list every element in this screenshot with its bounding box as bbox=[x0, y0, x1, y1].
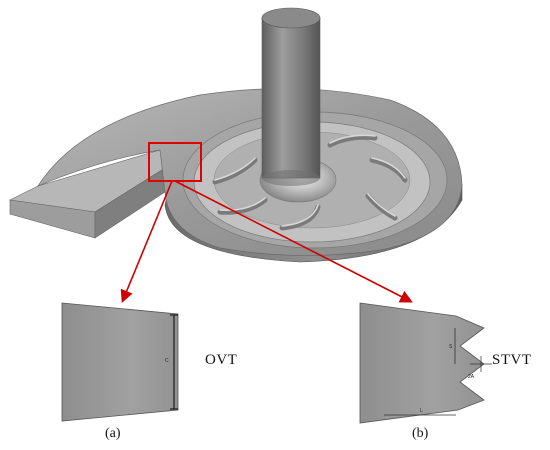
blade-2 bbox=[217, 197, 268, 215]
stvt-panel: S 2A L bbox=[359, 302, 492, 424]
blade-5 bbox=[369, 157, 408, 183]
blade-hl-2 bbox=[219, 197, 266, 212]
stvt-pitch-label: S bbox=[449, 344, 453, 350]
blade-hl-6 bbox=[329, 134, 376, 144]
pump-3d-view bbox=[9, 7, 463, 263]
ovt-shape bbox=[61, 302, 179, 422]
blade-1 bbox=[212, 157, 258, 185]
blade-hl-4 bbox=[367, 193, 396, 217]
stvt-amp-label: 2A bbox=[468, 374, 475, 380]
blade-hl-5 bbox=[371, 157, 406, 179]
caption-b: (b) bbox=[412, 426, 429, 441]
blade-3 bbox=[279, 204, 321, 231]
arrow-to-stvt bbox=[174, 180, 413, 303]
arrow-to-ovt bbox=[120, 180, 173, 303]
blade-hl-3 bbox=[281, 204, 319, 227]
blade-4 bbox=[365, 193, 398, 221]
shaft-top bbox=[261, 7, 321, 29]
shaft-body bbox=[261, 17, 321, 179]
shaft-base bbox=[262, 170, 320, 186]
stvt-length-label: L bbox=[420, 408, 423, 414]
ovt-label: OVT bbox=[205, 352, 238, 368]
stvt-shape bbox=[359, 302, 485, 424]
ovt-panel: C bbox=[61, 302, 179, 422]
caption-a: (a) bbox=[105, 426, 121, 441]
ovt-dim-label: C bbox=[165, 358, 169, 364]
blade-hl-1 bbox=[214, 157, 256, 181]
stvt-label: STVT bbox=[492, 352, 532, 368]
blade-6 bbox=[327, 134, 378, 148]
